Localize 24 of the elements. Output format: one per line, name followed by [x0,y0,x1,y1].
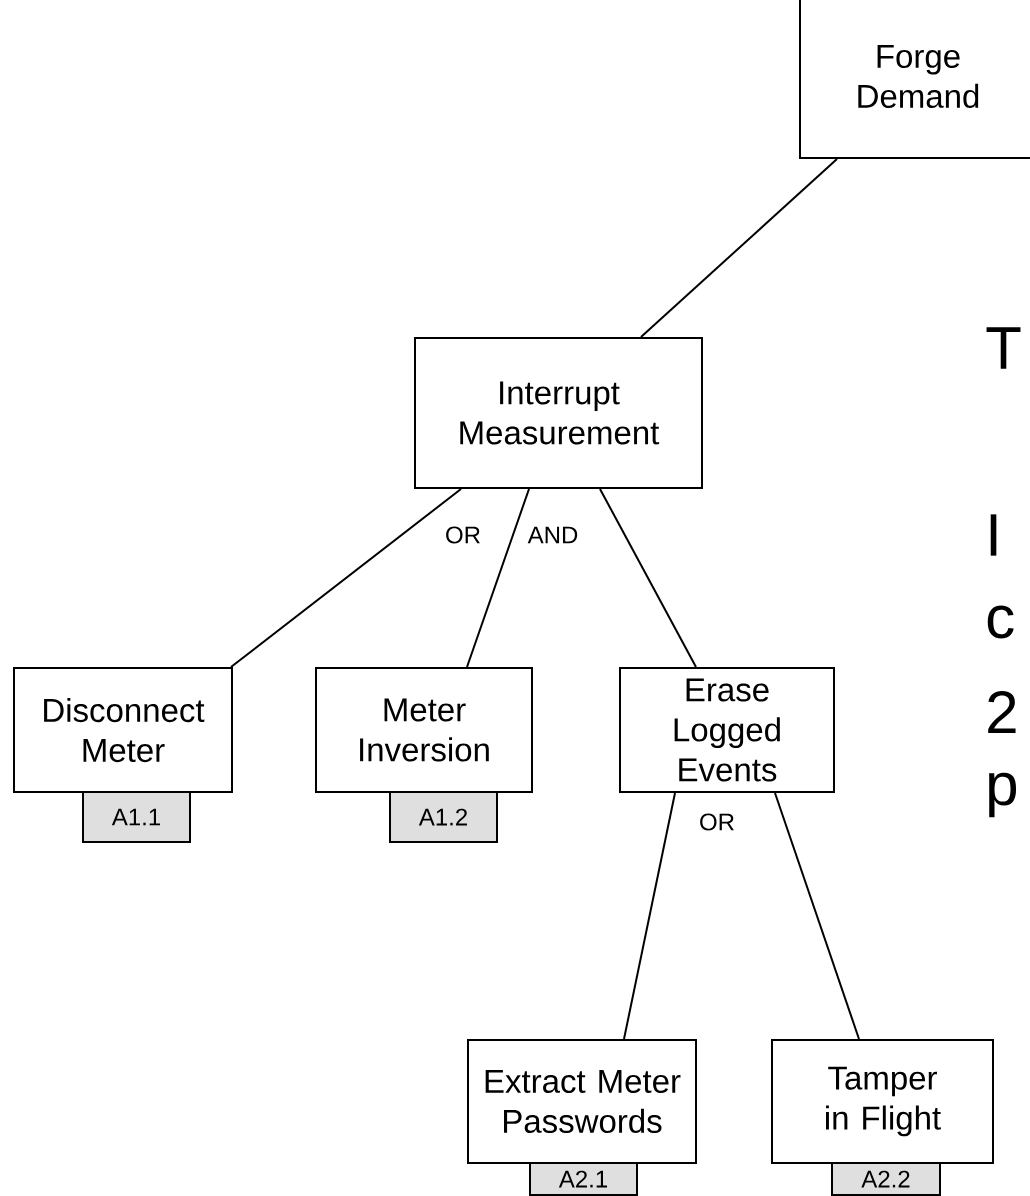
connector-line [640,158,838,338]
goal-box: Forge Demand [799,0,1030,159]
connector-line [230,488,462,668]
edge-text: T [986,327,1021,369]
goal-box: Erase Logged Events [619,667,835,793]
connector-line [466,488,530,668]
edge-text: p [989,772,1017,818]
edge-text: I [990,514,997,556]
gate-label: OR [446,526,480,544]
tag-box: A2.1 [529,1162,638,1196]
edge-text: 2 [988,691,1016,733]
tag-box: A2.2 [831,1162,941,1196]
goal-box: Extract Meter Passwords [467,1039,697,1164]
goal-box: Meter Inversion [315,667,533,793]
connector-line [623,792,676,1040]
goal-box: Disconnect Meter [13,667,233,793]
connector-line [599,488,697,668]
tag-box: A1.2 [389,791,498,843]
edge-text: c [987,605,1014,639]
goal-box: Tamper in Flight [771,1039,994,1164]
connector-line [774,792,860,1040]
goal-box: Interrupt Measurement [414,337,703,489]
gate-label: AND [527,526,578,544]
tag-box: A1.1 [82,791,191,843]
